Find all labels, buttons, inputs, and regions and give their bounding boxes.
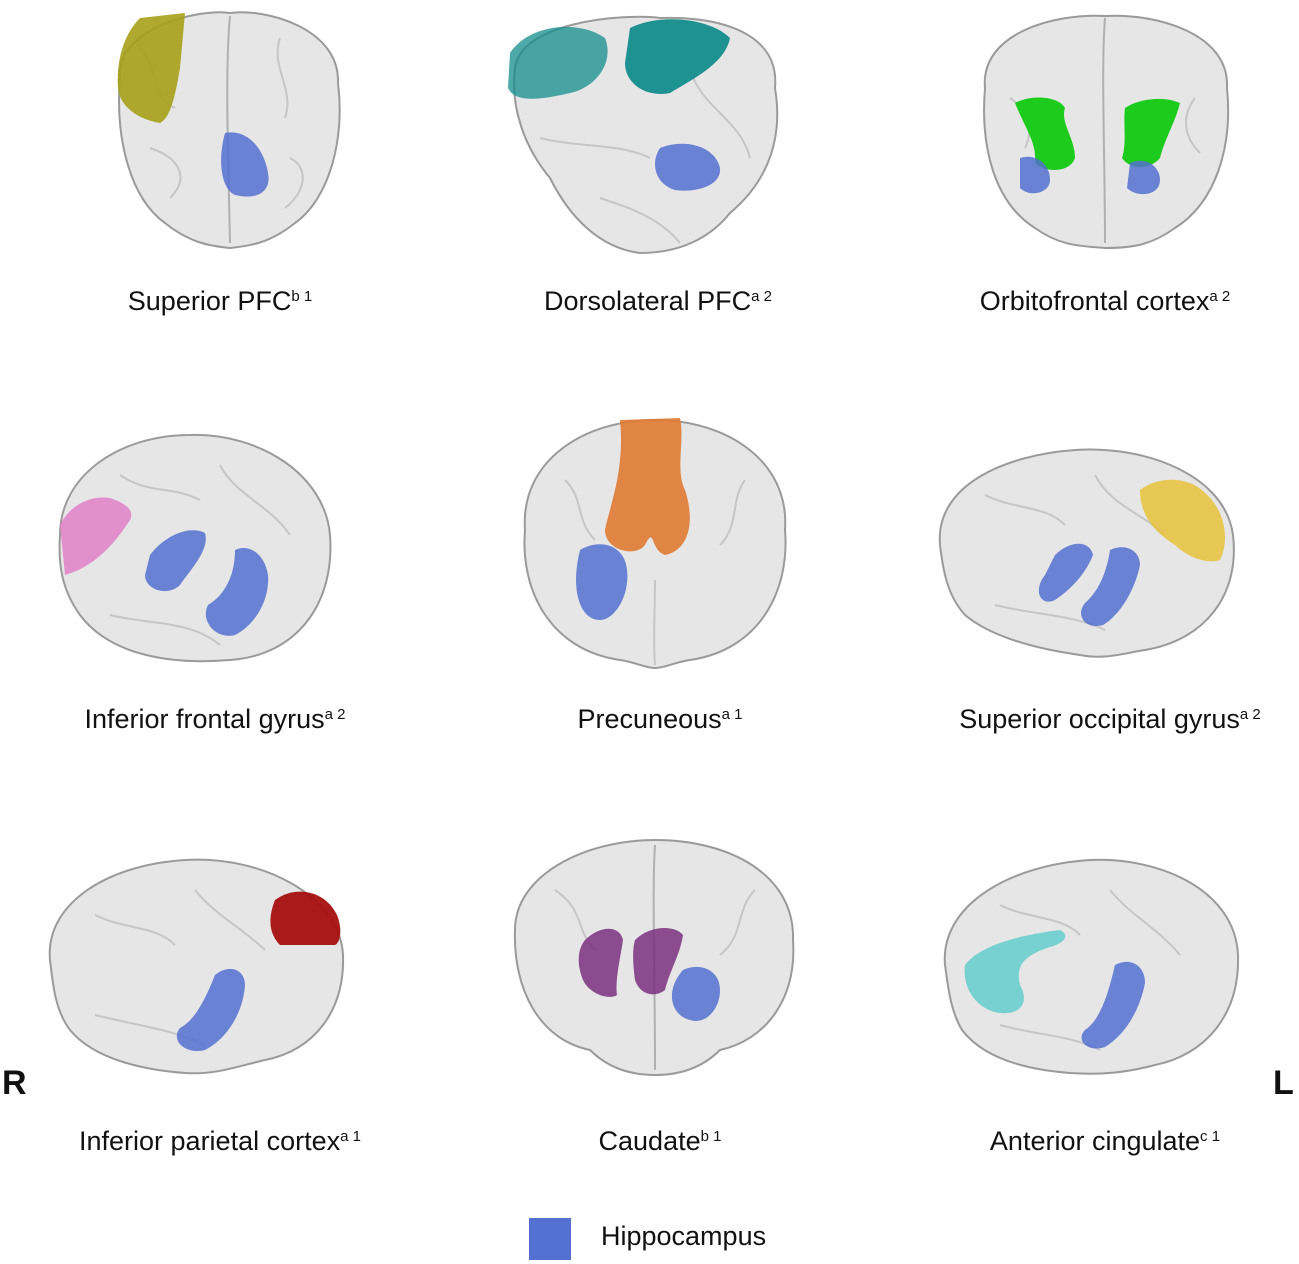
- caption-dorsolateral-pfc: Dorsolateral PFCa 2: [544, 286, 772, 316]
- brain-render-anterior-cingulate: [940, 835, 1240, 1095]
- brain-render-orbitofrontal-cortex: [965, 8, 1265, 268]
- caption-inferior-frontal-gyrus: Inferior frontal gyrusa 2: [84, 704, 346, 734]
- caption-inferior-parietal-cortex: Inferior parietal cortexa 1: [79, 1126, 361, 1156]
- caption-precuneous: Precuneousa 1: [577, 704, 743, 734]
- caption-orbitofrontal-cortex: Orbitofrontal cortexa 2: [979, 286, 1231, 316]
- brain-render-dorsolateral-pfc: [500, 8, 800, 268]
- side-label-right: R: [2, 1064, 27, 1102]
- brain-render-inferior-parietal-cortex: [45, 835, 345, 1095]
- brain-render-caudate: [505, 830, 805, 1090]
- caption-superior-pfc: Superior PFCb 1: [127, 286, 313, 316]
- caption-anterior-cingulate: Anterior cingulatec 1: [989, 1126, 1221, 1156]
- brain-render-superior-occipital-gyrus: [935, 415, 1235, 675]
- brain-render-precuneous: [505, 410, 805, 670]
- caption-superior-occipital-gyrus: Superior occipital gyrusa 2: [959, 704, 1261, 734]
- brain-render-inferior-frontal-gyrus: [50, 415, 350, 675]
- side-label-left: L: [1273, 1064, 1294, 1102]
- legend-label-hippocampus: Hippocampus: [601, 1221, 767, 1251]
- caption-caudate: Caudateb 1: [598, 1126, 722, 1156]
- legend-swatch-hippocampus: [529, 1218, 571, 1260]
- brain-render-superior-pfc: [80, 8, 380, 268]
